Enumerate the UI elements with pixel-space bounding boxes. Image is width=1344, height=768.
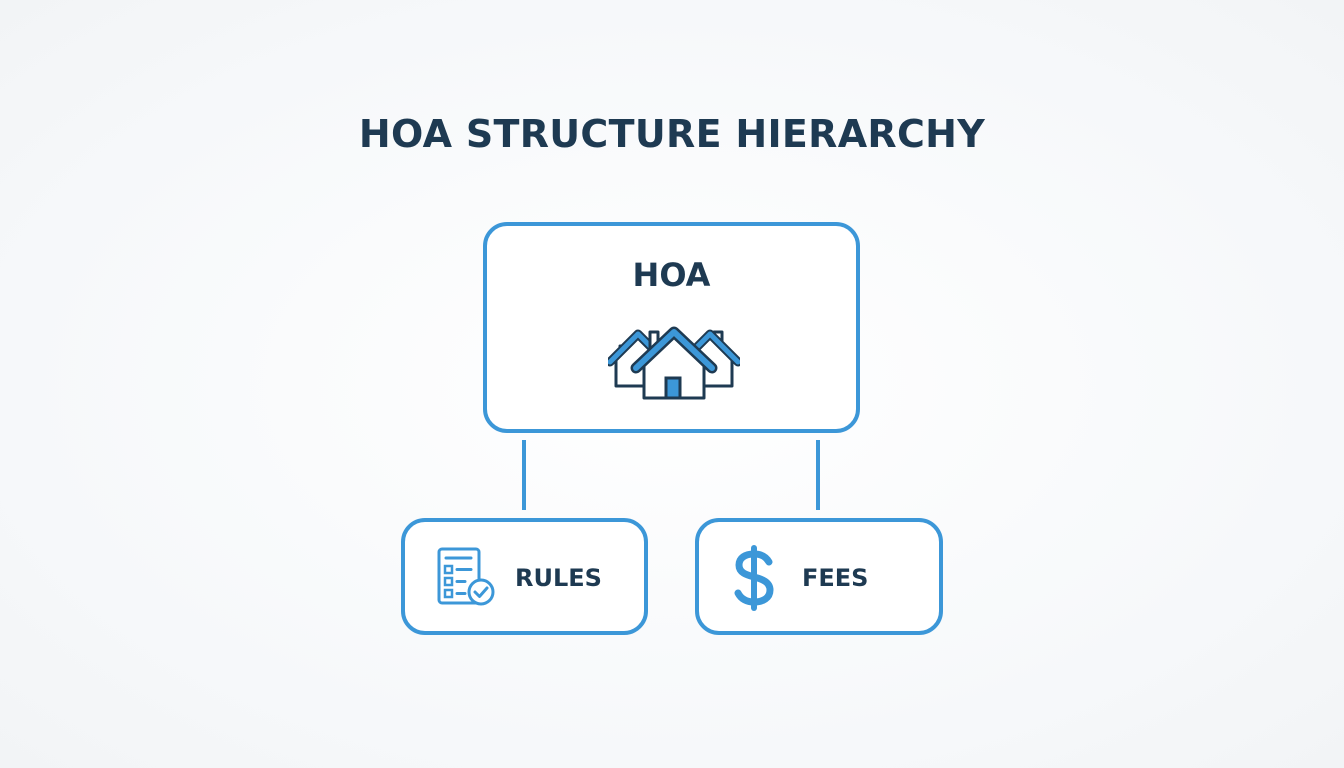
hoa-node: HOA <box>483 222 860 433</box>
checklist-icon <box>437 547 495 606</box>
rules-node-label: RULES <box>515 564 602 592</box>
dollar-sign-icon <box>734 545 774 611</box>
diagram-title: HOA STRUCTURE HIERARCHY <box>358 112 986 156</box>
rules-node: RULES <box>401 518 648 635</box>
fees-node-label: FEES <box>802 564 869 592</box>
fees-node: FEES <box>695 518 943 635</box>
connector-hoa-fees <box>816 440 820 510</box>
hoa-node-label: HOA <box>632 256 711 294</box>
connector-hoa-rules <box>522 440 526 510</box>
houses-icon <box>608 326 740 400</box>
